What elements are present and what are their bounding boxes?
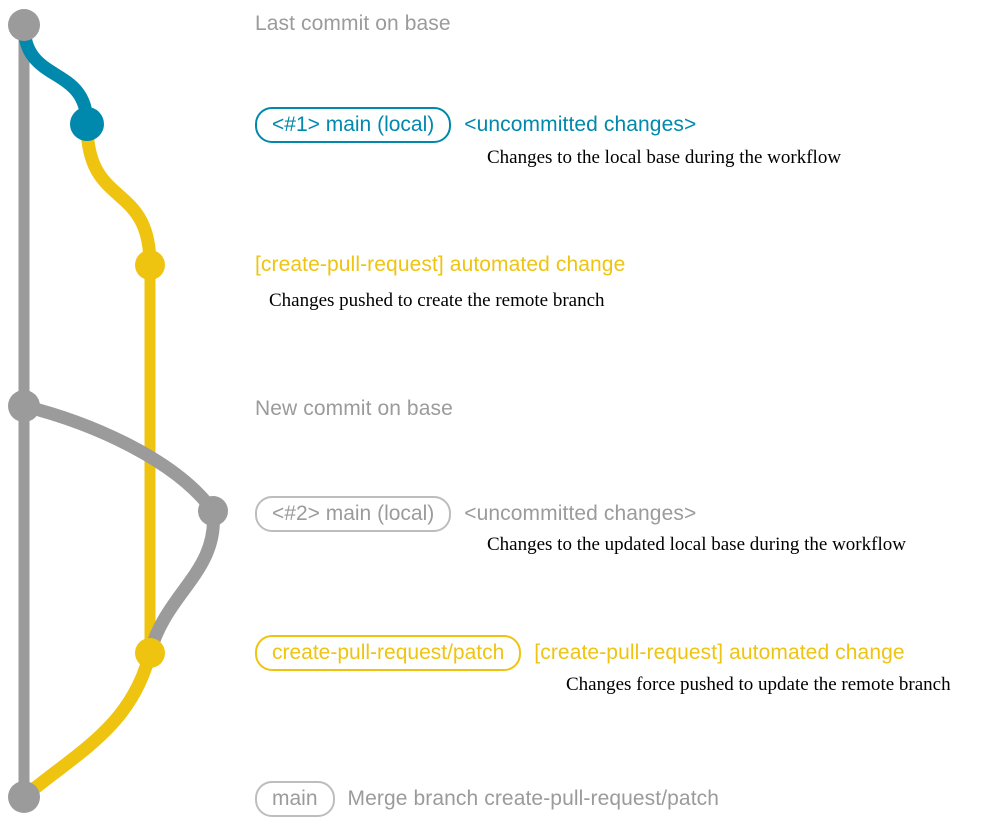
commit-headline: <uncommitted changes> [464,113,697,136]
ref-pill-main-local-2[interactable]: <#2> main (local) [255,496,452,532]
entry-merge-commit: main Merge branch create-pull-request/pa… [255,781,719,817]
commit-description: Changes to the updated local base during… [487,534,906,555]
commit-headline: [create-pull-request] automated change [255,253,626,276]
node-base-new-commit[interactable] [8,390,40,422]
entry-automated-change-2: create-pull-request/patch [create-pull-r… [255,635,905,671]
edge-local-1-to-patch-1 [80,117,157,272]
ref-pill-main-local-1[interactable]: <#1> main (local) [255,107,452,143]
commit-headline: New commit on base [255,397,453,420]
commit-description: Changes to the local base during the wor… [487,147,842,168]
commit-headline: [create-pull-request] automated change [534,641,905,664]
node-local-commit-2[interactable] [198,496,228,526]
node-merge-commit[interactable] [8,781,40,813]
node-patch-commit-1[interactable] [135,250,165,280]
commit-headline: Last commit on base [255,12,451,35]
entry-last-commit-on-base: Last commit on base [255,12,451,36]
entry-local-commit-2: <#2> main (local) <uncommitted changes> [255,496,696,532]
node-base-last-commit[interactable] [8,9,40,41]
ref-pill-main[interactable]: main [255,781,335,817]
edge-base-to-local-2 [17,399,220,518]
entry-local-commit-1: <#1> main (local) <uncommitted changes> [255,107,696,143]
entry-new-commit-on-base: New commit on base [255,397,453,421]
edge-base-to-local-1 [17,18,94,131]
node-local-commit-1[interactable] [70,107,104,141]
commit-description: Changes force pushed to update the remot… [566,674,951,695]
commit-headline: <uncommitted changes> [464,502,697,525]
commit-headline: Merge branch create-pull-request/patch [347,787,720,810]
edge-local-2-to-patch-2 [143,504,220,660]
commit-description: Changes pushed to create the remote bran… [269,290,605,311]
ref-pill-create-pull-request-patch[interactable]: create-pull-request/patch [255,635,522,671]
node-patch-commit-2[interactable] [135,638,165,668]
edge-patch-2-to-merge [17,646,157,804]
entry-automated-change-1: [create-pull-request] automated change [255,253,625,277]
